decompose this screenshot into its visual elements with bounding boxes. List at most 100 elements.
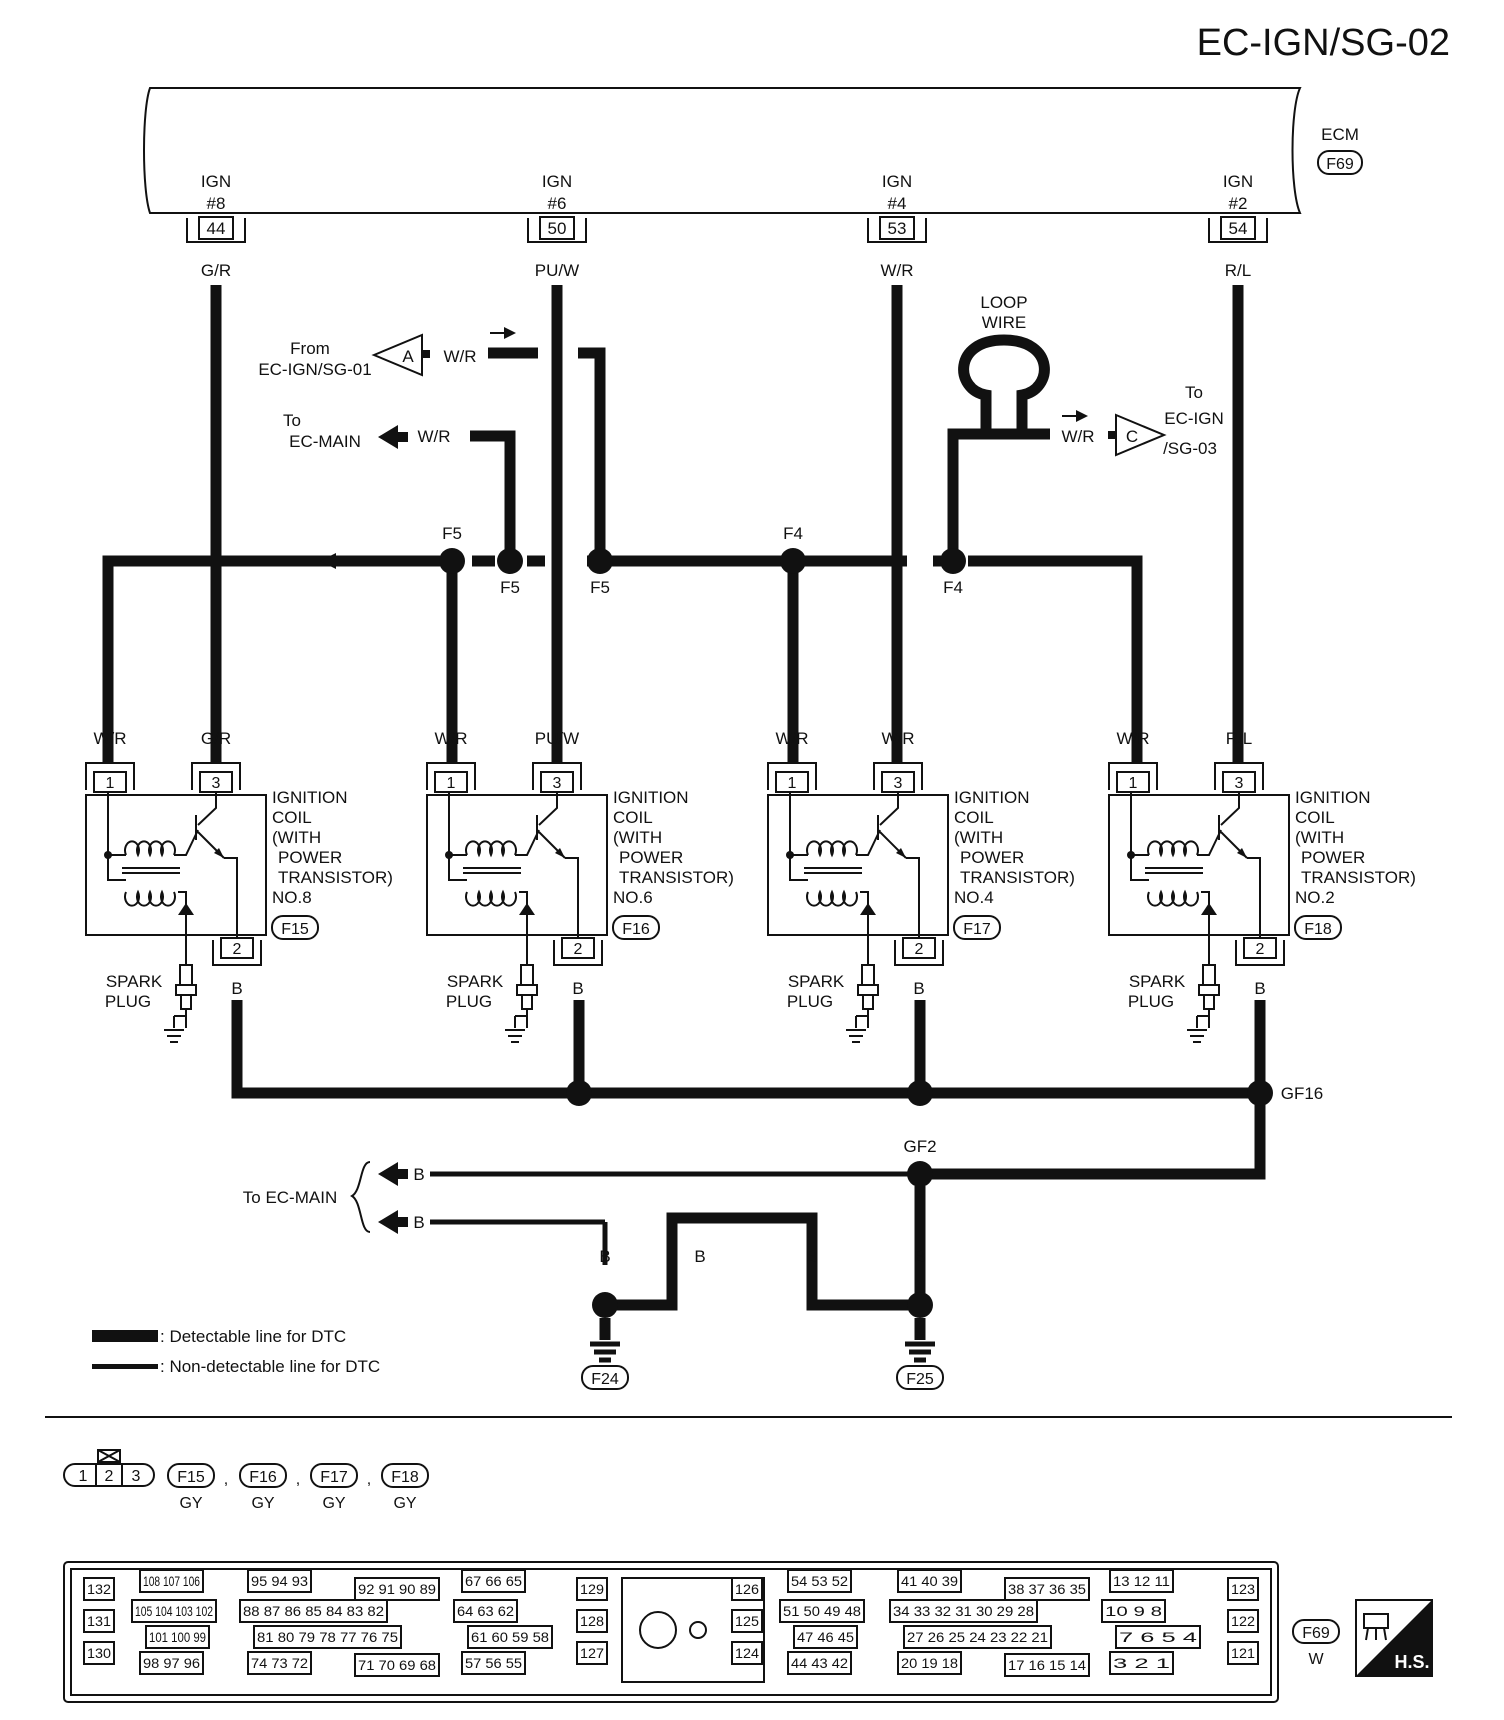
pin-row: 126 (735, 1581, 759, 1597)
svg-text:To: To (283, 411, 301, 430)
pin-row: 123 (1231, 1581, 1255, 1597)
svg-text:#2: #2 (1229, 194, 1248, 213)
pin-row: 67 66 65 (465, 1573, 522, 1589)
svg-text:IGN: IGN (201, 172, 231, 191)
svg-text:G/R: G/R (201, 261, 231, 280)
coil-pin-1: 1 (788, 775, 797, 792)
pin-row: 122 (1231, 1613, 1255, 1629)
page-id: EC-IGN/SG-02 (1197, 22, 1450, 64)
splice-f5-top: F5 (442, 524, 462, 543)
coil-wire-1: W/R (434, 729, 467, 748)
svg-text:GY: GY (179, 1495, 202, 1512)
svg-text:/SG-03: /SG-03 (1163, 439, 1217, 458)
splice-f4-bottom: F4 (943, 578, 963, 597)
pin-row: 34 33 32 31 30 29 28 (893, 1603, 1034, 1619)
pin-row: 51 50 49 48 (783, 1603, 861, 1619)
svg-text:R/L: R/L (1225, 261, 1251, 280)
coil-wire-1: W/R (1116, 729, 1149, 748)
svg-text:B: B (694, 1247, 705, 1266)
pin-row: 129 (580, 1581, 604, 1597)
svg-text:B: B (914, 1247, 925, 1266)
spark-plug-label: SPARK (1129, 972, 1186, 991)
hs-label: H.S. (1394, 1652, 1429, 1672)
svg-text:W/R: W/R (880, 261, 913, 280)
coil-title: TRANSISTOR) (1301, 868, 1416, 887)
coil-wire-2: B (1254, 979, 1265, 998)
ecm-connector-view (63, 1561, 1279, 1703)
coil-title: (WITH (1295, 828, 1344, 847)
pin-row: 101 100 99 (149, 1629, 206, 1645)
loop-wire: LOOP WIRE (958, 293, 1050, 440)
signal-wires (210, 285, 1244, 762)
coil-pin-3: 3 (894, 775, 903, 792)
coil-title: POWER (1301, 848, 1365, 867)
coil-title: IGNITION (954, 788, 1030, 807)
svg-text:C: C (1126, 427, 1138, 446)
svg-text:B: B (413, 1213, 424, 1232)
coil-pin-3: 3 (212, 775, 221, 792)
coil-wire-2: B (572, 979, 583, 998)
coil-title: TRANSISTOR) (278, 868, 393, 887)
pin-row: 10 9 8 (1105, 1603, 1162, 1619)
coil-pin-1: 1 (1129, 775, 1138, 792)
power-bus-wr (102, 347, 1143, 762)
coil-connector-id: F15 (281, 921, 309, 938)
pin-row: 7 6 5 4 (1119, 1629, 1197, 1645)
ecm-terminal-50: IGN #6 50 PU/W (527, 172, 587, 280)
pin-row: 71 70 69 68 (358, 1657, 436, 1673)
offpage-to-c: W/R C To EC-IGN /SG-03 (1061, 383, 1223, 458)
coil-wire-3: W/R (881, 729, 914, 748)
coil-wire-3: PU/W (535, 729, 579, 748)
pin-row: 125 (735, 1613, 759, 1629)
svg-text:W: W (1308, 1651, 1324, 1668)
pin-row: 74 73 72 (251, 1655, 308, 1671)
svg-text:EC-IGN/SG-01: EC-IGN/SG-01 (258, 360, 371, 379)
svg-text:44: 44 (207, 219, 226, 238)
pin-block-4: 92 91 90 89 71 70 69 68 (354, 1577, 440, 1677)
svg-text:A: A (402, 347, 414, 366)
coil-title: POWER (619, 848, 683, 867)
pin-row: 38 37 36 35 (1008, 1581, 1086, 1597)
coil-title: TRANSISTOR) (619, 868, 734, 887)
pin-row: 131 (87, 1613, 111, 1629)
coil-connector-view: 1 2 3 F15 GY , F16 GY , F17 GY , F18 GY (63, 1449, 429, 1512)
ecm-view-connector-id: F69 W (1292, 1619, 1340, 1668)
svg-text:,: , (367, 1471, 371, 1488)
pin-row: 57 56 55 (465, 1655, 522, 1671)
spark-plug-label: PLUG (446, 992, 492, 1011)
ground-bus (231, 1000, 1273, 1187)
pin-row: 41 40 39 (901, 1573, 958, 1589)
spark-plug-label: PLUG (787, 992, 833, 1011)
svg-text:1: 1 (79, 1468, 88, 1485)
coil-wire-2: B (913, 979, 924, 998)
svg-text:F69: F69 (1302, 1625, 1330, 1642)
svg-text:#8: #8 (207, 194, 226, 213)
coil-connector-id: F18 (1304, 921, 1332, 938)
pin-row: 17 16 15 14 (1008, 1657, 1086, 1673)
svg-text:50: 50 (548, 219, 567, 238)
pin-row: 98 97 96 (143, 1655, 200, 1671)
coil-title: (WITH (954, 828, 1003, 847)
pin-row: 108 107 106 (143, 1573, 200, 1589)
pin-row: 128 (580, 1613, 604, 1629)
ecm-label: ECM (1321, 125, 1359, 144)
coil-pin-2: 2 (233, 941, 242, 958)
svg-text:54: 54 (1229, 219, 1248, 238)
pin-row: 92 91 90 89 (358, 1581, 436, 1597)
svg-text:#6: #6 (548, 194, 567, 213)
coil-title: NO.2 (1295, 888, 1335, 907)
coil-pin-2: 2 (915, 941, 924, 958)
coil-pin-3: 3 (1235, 775, 1244, 792)
coil-wire-2: B (231, 979, 242, 998)
coil-title: (WITH (272, 828, 321, 847)
coil-pin-2: 2 (1256, 941, 1265, 958)
